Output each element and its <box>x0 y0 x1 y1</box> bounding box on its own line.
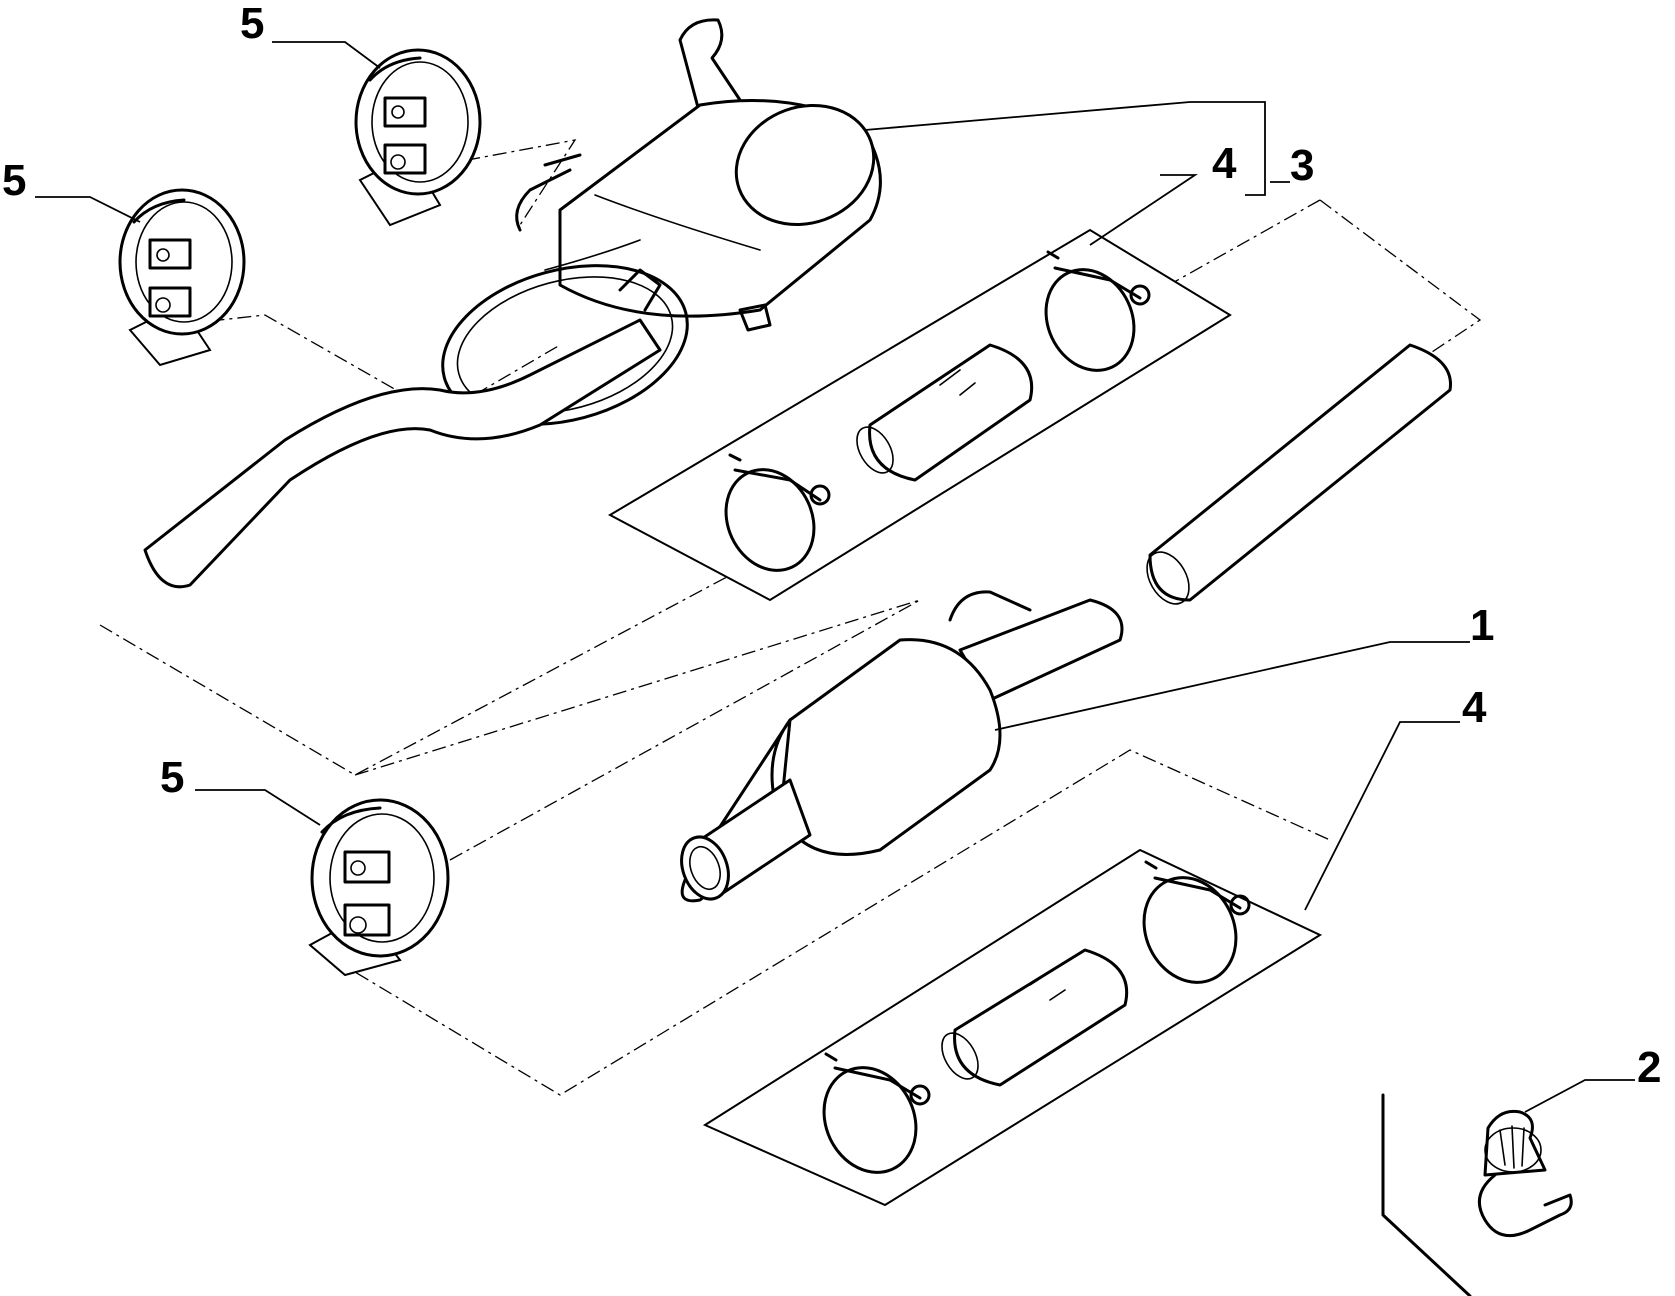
callout-rear-silencer: 3 <box>1290 141 1314 190</box>
callout-catalytic-converter: 1 <box>1470 601 1494 650</box>
clamp-kit-upper[interactable] <box>607 228 1232 602</box>
callout-leaders <box>35 41 1635 1113</box>
clamp-kit-lower[interactable] <box>702 848 1323 1207</box>
callout-sensor-clip: 2 <box>1637 1043 1661 1092</box>
intermediate-pipe[interactable] <box>1138 343 1452 611</box>
callout-muffler-left: 5 <box>2 156 26 205</box>
catalytic-converter-assembly[interactable] <box>673 590 1124 906</box>
rubber-mount-top-left[interactable] <box>354 48 482 227</box>
callout-clamp-kit-lower: 4 <box>1462 683 1487 732</box>
assembly-guide-lines <box>99 139 1482 1096</box>
rubber-mount-lower-left[interactable] <box>308 798 450 977</box>
callout-muffler-top-left: 5 <box>240 0 264 48</box>
callout-mount-lower-left: 5 <box>160 753 184 802</box>
callout-clamp-kit-upper: 4 <box>1212 139 1237 188</box>
callout-labels: 5 5 3 4 1 4 5 2 <box>2 0 1661 1092</box>
rubber-mount-left[interactable] <box>118 188 246 367</box>
rear-silencer-assembly[interactable] <box>143 18 891 589</box>
sensor-clip-detail[interactable] <box>1381 1093 1573 1296</box>
